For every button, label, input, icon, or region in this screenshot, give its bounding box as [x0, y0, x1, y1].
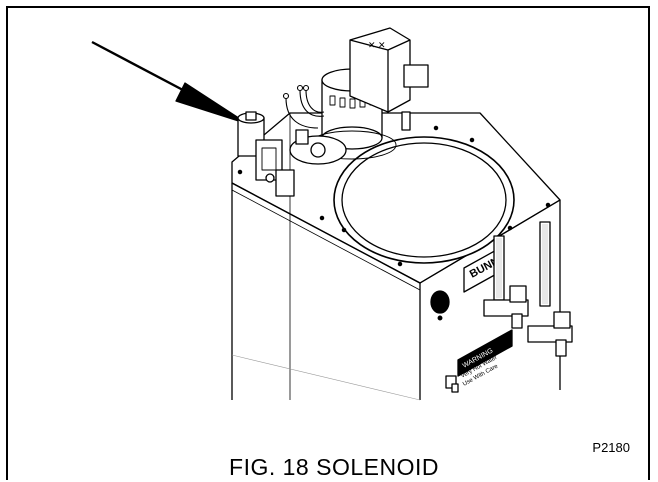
drain-fitting [445, 375, 459, 393]
switch-box: ✕ ✕ [349, 27, 429, 113]
solenoid-valve [237, 111, 295, 197]
sight-gauges [493, 221, 551, 307]
svg-text:✕ ✕: ✕ ✕ [368, 40, 386, 50]
figure-caption: FIG. 18 SOLENOID [200, 452, 468, 482]
brewer-body [231, 183, 561, 401]
wires [282, 84, 325, 129]
tank-lid [333, 136, 515, 264]
pointer-arrow [91, 40, 249, 125]
lid-screws [237, 125, 551, 267]
top-fittings [289, 111, 411, 165]
front-knob [430, 290, 450, 321]
faucets [483, 285, 573, 357]
part-code: P2180 [592, 440, 630, 455]
